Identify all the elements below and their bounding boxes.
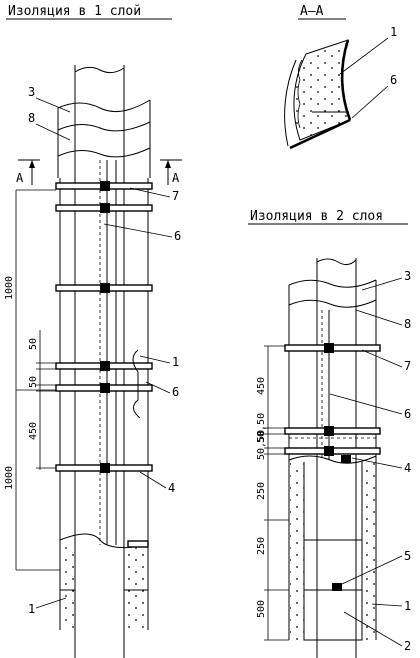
dim-450: 450: [28, 422, 39, 440]
right-callouts: 3 8 7 6 4 5 1 2: [329, 269, 411, 653]
dim-right-250-b: 250: [256, 537, 267, 555]
callout-right-4: 4: [404, 461, 411, 475]
left-callouts: 3 8 7 6 1 6 4 1: [28, 85, 181, 616]
callout-left-1b: 1: [28, 602, 35, 616]
callout-left-6a: 6: [174, 229, 181, 243]
callout-left-3: 3: [28, 85, 35, 99]
dim-50-b: 50: [28, 376, 39, 388]
dim-right-250-a: 250: [256, 482, 267, 500]
callout-right-3: 3: [404, 269, 411, 283]
section-letter-right: А: [172, 171, 180, 185]
dim-right-50-50-a: 50,50: [256, 413, 267, 443]
callout-left-6b: 6: [172, 385, 179, 399]
title-section: А–А: [300, 4, 324, 19]
section-mark-right: А: [160, 159, 182, 185]
title-one-layer: Изоляция в 1 слой: [8, 4, 141, 19]
callout-section-6: 6: [390, 73, 397, 87]
left-column-view: [55, 65, 153, 658]
right-column-view: [284, 258, 381, 658]
dim-1000-bottom: 1000: [4, 466, 15, 490]
left-dimensions: 1000 1000 50 50 450: [4, 189, 60, 571]
dim-1000-top: 1000: [4, 276, 15, 300]
callout-right-2: 2: [404, 639, 411, 653]
callout-left-1a: 1: [172, 355, 179, 369]
callout-left-7: 7: [172, 189, 179, 203]
dim-50-a: 50: [28, 338, 39, 350]
callout-right-6: 6: [404, 407, 411, 421]
dim-right-500: 500: [256, 600, 267, 618]
section-callouts: 1 6: [339, 25, 397, 119]
callout-right-8: 8: [404, 317, 411, 331]
callout-right-5: 5: [404, 549, 411, 563]
callout-left-8: 8: [28, 111, 35, 125]
callout-right-7: 7: [404, 359, 411, 373]
dim-right-50-50-b: 50,50: [256, 430, 267, 460]
section-aa-view: [284, 39, 352, 150]
callout-left-4: 4: [168, 481, 175, 495]
title-two-layers: Изоляция в 2 слоя: [250, 209, 383, 224]
section-mark-left: А: [16, 159, 40, 185]
callout-right-1: 1: [404, 599, 411, 613]
dim-right-450: 450: [256, 377, 267, 395]
callout-section-1: 1: [390, 25, 397, 39]
right-dimensions: 450 50,50 50,50 250 250 500: [256, 345, 289, 641]
section-letter-left: А: [16, 171, 24, 185]
